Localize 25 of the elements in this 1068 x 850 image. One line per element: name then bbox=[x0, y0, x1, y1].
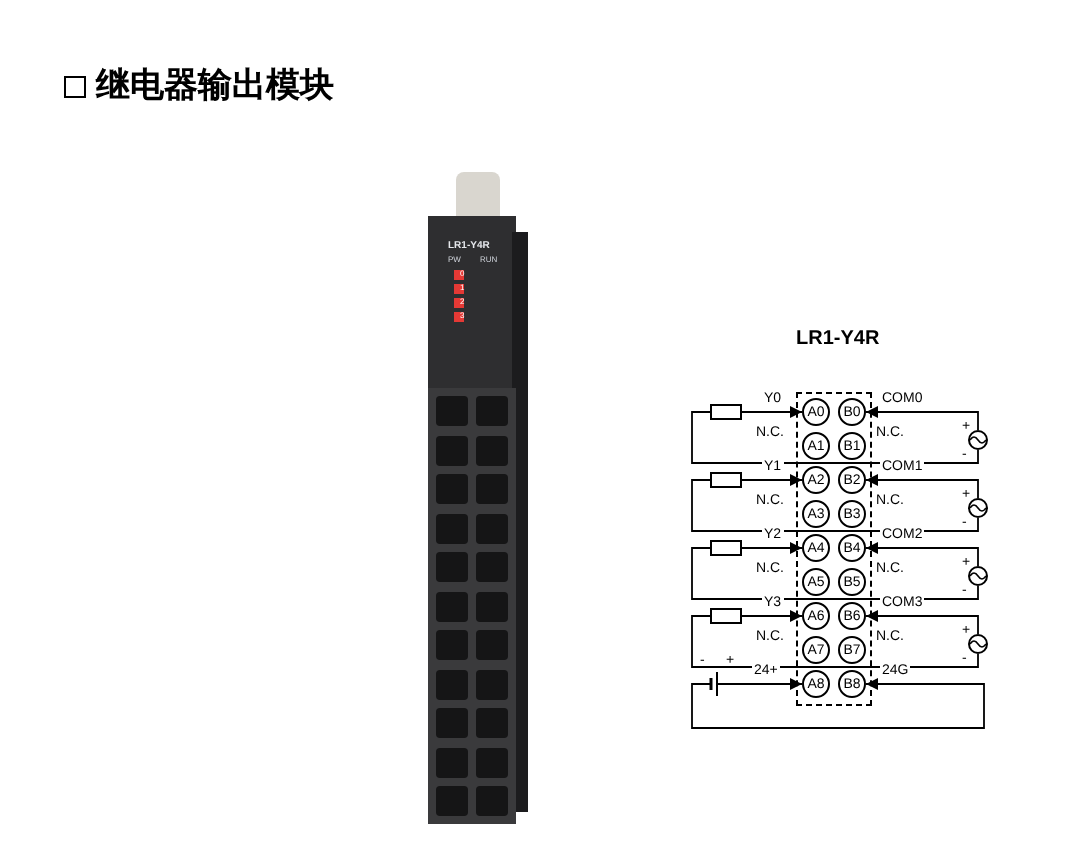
arrow bbox=[691, 678, 985, 729]
resistor-symbol bbox=[710, 404, 742, 420]
title: 继电器输出模块 bbox=[96, 64, 334, 108]
arrow bbox=[865, 406, 979, 431]
arrow bbox=[865, 610, 979, 635]
resistor-symbol bbox=[710, 540, 742, 556]
wire bbox=[691, 615, 979, 668]
diagram-heading: LR1-Y4R bbox=[796, 330, 880, 350]
arrow bbox=[865, 474, 979, 499]
arrow bbox=[741, 474, 803, 486]
ac-source-symbol bbox=[968, 430, 988, 450]
ac-source-symbol bbox=[968, 566, 988, 586]
wire bbox=[691, 547, 979, 600]
wire bbox=[691, 411, 979, 464]
arrow bbox=[723, 678, 803, 690]
ac-source-symbol bbox=[968, 498, 988, 518]
wire bbox=[691, 479, 979, 532]
arrow bbox=[865, 542, 979, 567]
resistor-symbol bbox=[710, 472, 742, 488]
arrow bbox=[741, 542, 803, 554]
battery-symbol bbox=[704, 672, 724, 696]
arrow bbox=[741, 610, 803, 622]
arrow bbox=[741, 406, 803, 418]
resistor-symbol bbox=[710, 608, 742, 624]
ac-source-symbol bbox=[968, 634, 988, 654]
